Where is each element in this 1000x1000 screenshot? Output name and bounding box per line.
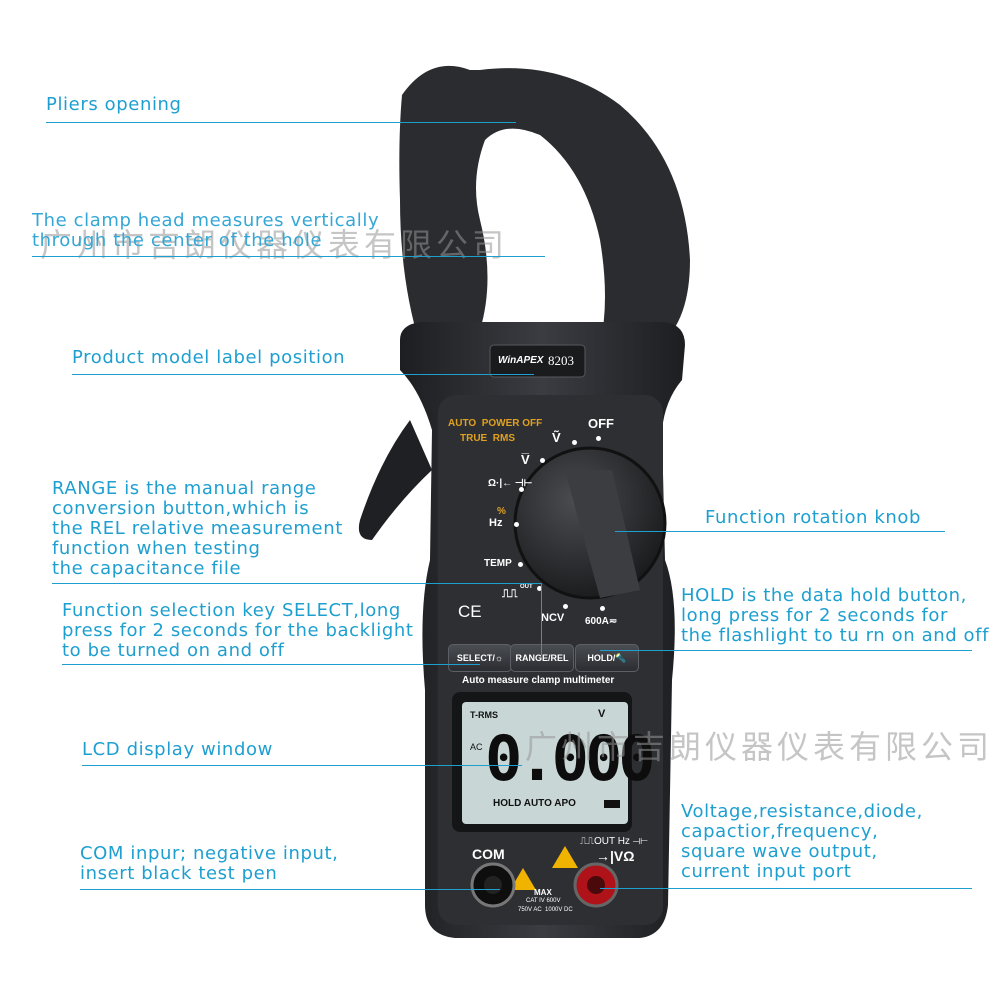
brand-logo: WinAPEX bbox=[498, 355, 544, 366]
dial-dot-hz bbox=[514, 522, 519, 527]
clamp-trigger bbox=[358, 420, 432, 540]
select-button[interactable]: SELECT/☼ bbox=[448, 644, 512, 672]
dial-dot-ncv bbox=[563, 604, 568, 609]
leader-com bbox=[80, 889, 500, 890]
leader-input-port bbox=[600, 888, 972, 889]
feature-true-rms: TRUE RMS bbox=[460, 433, 515, 444]
lcd-reading: 0.000 bbox=[485, 722, 656, 795]
annotation-pliers-opening: Pliers opening bbox=[46, 94, 182, 115]
leader-hold bbox=[600, 650, 972, 651]
device-subtitle: Auto measure clamp multimeter bbox=[462, 675, 615, 686]
lcd-ac: AC bbox=[470, 742, 483, 752]
dial-dot-600a bbox=[600, 606, 605, 611]
annotation-clamp-head: The clamp head measures vertically throu… bbox=[32, 210, 380, 251]
knob-pointer bbox=[565, 470, 640, 598]
leader-lcd bbox=[82, 765, 522, 766]
cat-rating: CAT IV 600V bbox=[526, 898, 561, 904]
model-plate bbox=[489, 344, 586, 378]
leader-range-down bbox=[541, 583, 542, 655]
watermark-middle: 广州市吉朗仪器仪表有限公司 bbox=[525, 728, 994, 766]
dial-hz: Hz bbox=[489, 517, 503, 529]
dial-off: OFF bbox=[588, 416, 614, 431]
watermark-top: 广州市吉朗仪器仪表有限公司 bbox=[40, 226, 509, 264]
dial-dot-off bbox=[596, 436, 601, 441]
leader-knob bbox=[615, 531, 945, 532]
feature-auto-power-off: AUTO POWER OFF bbox=[448, 418, 543, 429]
dial-ncv: NCV bbox=[541, 612, 565, 624]
dial-square-wave: ⎍⎍ bbox=[502, 588, 518, 600]
annotation-input-port: Voltage,resistance,diode, capactior,freq… bbox=[681, 801, 923, 882]
leader-pliers bbox=[46, 122, 516, 123]
warning-triangle-right bbox=[552, 846, 578, 868]
annotation-range: RANGE is the manual range conversion but… bbox=[52, 478, 343, 579]
input-label-top: ⎍⎍OUT Hz ⊣⊢ bbox=[580, 836, 648, 847]
dial-ac-voltage: Ṽ bbox=[552, 430, 561, 445]
clamp-jaw bbox=[399, 65, 690, 345]
annotation-knob: Function rotation knob bbox=[705, 507, 922, 528]
annotation-select: Function selection key SELECT,long press… bbox=[62, 600, 414, 661]
annotation-model-label: Product model label position bbox=[72, 347, 346, 368]
dial-ohm: Ω·|← ⊣⊢ bbox=[488, 478, 533, 489]
annotation-lcd: LCD display window bbox=[82, 739, 273, 760]
annotation-com: COM inpur; negative input, insert black … bbox=[80, 843, 339, 884]
lcd-screen bbox=[462, 702, 628, 824]
leader-model-label bbox=[72, 374, 534, 375]
leader-range bbox=[52, 583, 542, 584]
dial-dot-out bbox=[537, 586, 542, 591]
leader-clamp-head bbox=[32, 256, 545, 257]
lcd-unit: V bbox=[598, 708, 606, 720]
ce-mark: CE bbox=[458, 602, 482, 621]
dial-dot-acv bbox=[572, 440, 577, 445]
volt-rating: 750V AC 1000V DC bbox=[518, 907, 573, 913]
lcd-status: HOLD AUTO APO bbox=[493, 798, 576, 809]
com-label: COM bbox=[472, 846, 505, 862]
dial-dot-temp bbox=[518, 562, 523, 567]
dial-percent: % bbox=[497, 506, 506, 517]
hold-button[interactable]: HOLD/🔦 bbox=[575, 644, 639, 672]
annotation-hold: HOLD is the data hold button, long press… bbox=[681, 585, 990, 646]
dial-600a: 600A≂ bbox=[585, 616, 618, 627]
leader-select bbox=[62, 664, 480, 665]
battery-icon bbox=[604, 800, 620, 808]
dial-dot-ohm bbox=[519, 487, 524, 492]
dial-temp: TEMP bbox=[484, 558, 512, 569]
warning-triangle-left bbox=[510, 868, 536, 890]
dial-out: OUT bbox=[520, 584, 533, 590]
range-rel-button[interactable]: RANGE/REL bbox=[510, 644, 574, 672]
input-label-bottom: →|VΩ bbox=[596, 848, 635, 864]
max-rating: MAX bbox=[534, 888, 552, 897]
lcd-trms: T-RMS bbox=[470, 710, 498, 720]
dial-dot-dcv bbox=[540, 458, 545, 463]
model-number: 8203 bbox=[548, 353, 574, 368]
dial-dc-voltage: V̅ bbox=[521, 452, 530, 467]
